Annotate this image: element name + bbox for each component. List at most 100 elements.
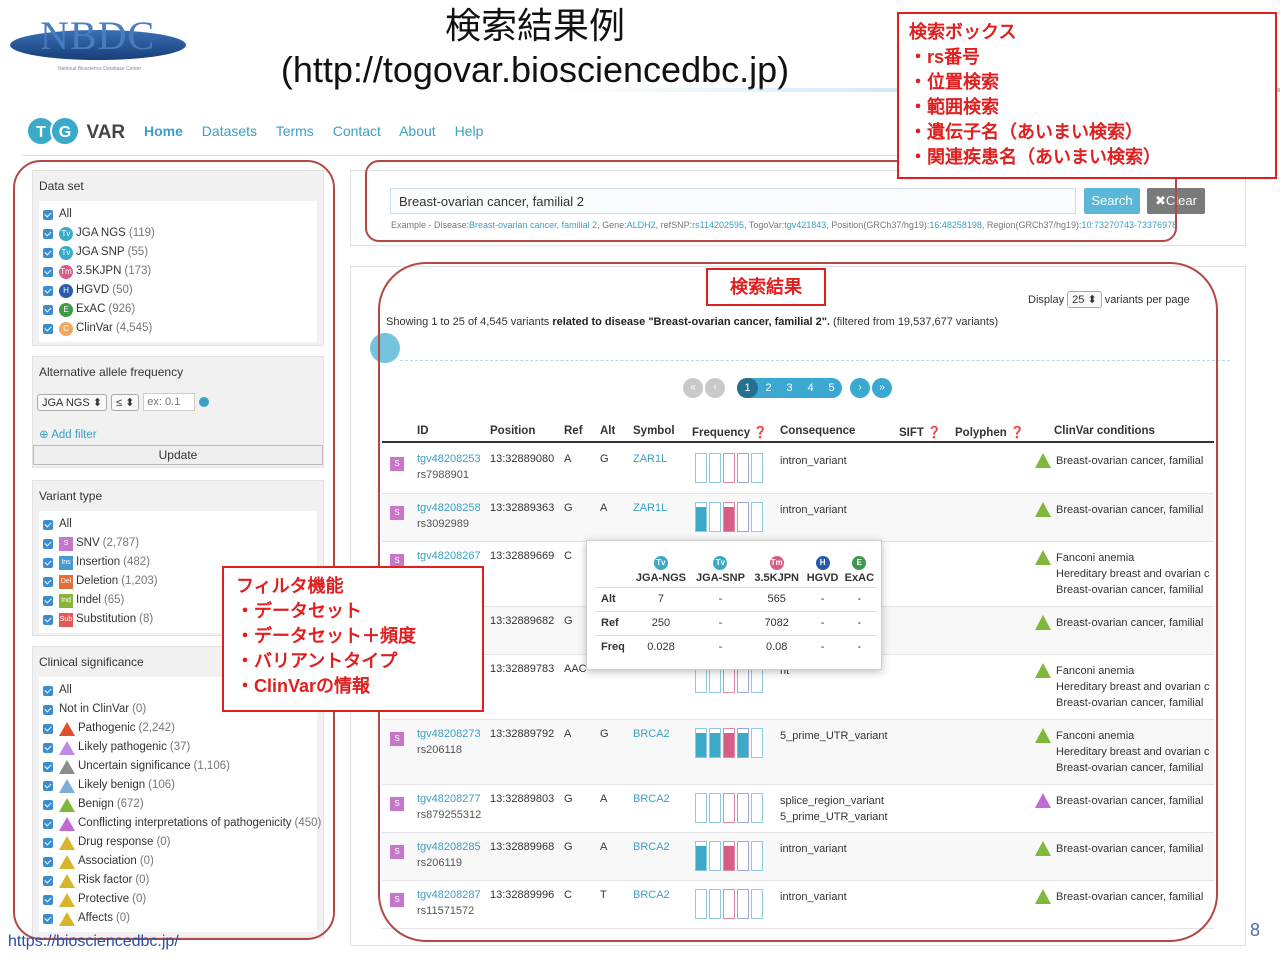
clinical-item[interactable]: Drug response(0) — [43, 833, 313, 852]
nav-help[interactable]: Help — [454, 123, 484, 139]
frequency-bars[interactable] — [695, 663, 765, 693]
checkbox-icon[interactable] — [43, 266, 53, 277]
clinical-item[interactable]: Conflicting interpretations of pathogeni… — [43, 814, 321, 833]
example-region-link[interactable]: 10:73270743-73376978 — [1081, 220, 1178, 230]
variant-id-link[interactable]: tgv48208267 — [417, 550, 481, 562]
col-clinvar-conditions[interactable]: ClinVar conditions — [1054, 425, 1155, 437]
page-1[interactable]: 1 — [737, 378, 758, 398]
checkbox-icon[interactable] — [43, 856, 53, 867]
col-symbol[interactable]: Symbol — [633, 425, 675, 437]
checkbox-icon[interactable] — [43, 704, 53, 715]
checkbox-icon[interactable] — [43, 799, 53, 810]
nav-about[interactable]: About — [399, 123, 436, 139]
variant-id-link[interactable]: tgv48208277 — [417, 793, 481, 805]
remove-filter-icon[interactable] — [199, 397, 210, 407]
symbol-link[interactable]: ZAR1L — [633, 453, 668, 465]
nav-terms[interactable]: Terms — [275, 123, 314, 139]
checkbox-icon[interactable] — [43, 209, 53, 220]
checkbox-icon[interactable] — [43, 780, 53, 791]
frequency-input[interactable] — [143, 393, 196, 411]
frequency-bars[interactable] — [695, 453, 765, 483]
symbol-link[interactable]: BRCA2 — [633, 841, 670, 853]
first-page-icon[interactable]: « — [683, 378, 703, 398]
checkbox-icon[interactable] — [43, 875, 53, 886]
col-frequency[interactable]: Frequency ❓ — [692, 427, 768, 439]
clinical-item[interactable]: Protective(0) — [43, 890, 313, 909]
clinical-not-in-clinvar[interactable]: Not in ClinVar(0) — [43, 700, 313, 719]
nav-datasets[interactable]: Datasets — [201, 123, 258, 139]
symbol-link[interactable]: BRCA2 — [633, 728, 670, 740]
update-button[interactable]: Update — [33, 445, 323, 465]
operator-select[interactable]: ≤ ⬍ — [110, 393, 140, 411]
checkbox-icon[interactable] — [43, 247, 53, 258]
col-consequence[interactable]: Consequence — [780, 425, 856, 437]
footer-url[interactable]: https://biosciencedbc.jp/ — [8, 933, 179, 950]
variant-id-link[interactable]: tgv48208287 — [417, 889, 481, 901]
display-select[interactable]: 25 ⬍ — [1067, 291, 1102, 308]
checkbox-icon[interactable] — [43, 285, 53, 296]
clinical-item[interactable]: Likely benign(106) — [43, 776, 313, 795]
next-page-icon[interactable]: › — [850, 378, 870, 398]
page-3[interactable]: 3 — [786, 382, 793, 394]
checkbox-icon[interactable] — [43, 557, 53, 568]
variant-type-all[interactable]: All — [43, 515, 313, 534]
clinical-item[interactable]: Risk factor(0) — [43, 871, 313, 890]
search-input[interactable]: Breast-ovarian cancer, familial 2 — [390, 188, 1076, 214]
frequency-bars[interactable] — [695, 889, 765, 919]
search-button[interactable]: Search — [1084, 188, 1140, 214]
col-position[interactable]: Position — [490, 425, 536, 437]
example-disease-link[interactable]: Breast-ovarian cancer, familial 2 — [469, 220, 598, 230]
clinical-all[interactable]: All — [43, 681, 313, 700]
col-id[interactable]: ID — [417, 425, 429, 437]
last-page-icon[interactable]: » — [872, 378, 892, 398]
variant-id-link[interactable]: tgv48208285 — [417, 841, 481, 853]
frequency-bars[interactable] — [695, 793, 765, 823]
checkbox-icon[interactable] — [43, 519, 53, 530]
clinical-item[interactable]: Benign(672) — [43, 795, 313, 814]
col-ref[interactable]: Ref — [564, 425, 583, 437]
nav-home[interactable]: Home — [144, 123, 183, 139]
example-togovar-link[interactable]: tgv421843 — [784, 220, 827, 230]
prev-page-icon[interactable]: ‹ — [705, 378, 725, 398]
symbol-link[interactable]: ZAR1L — [633, 502, 668, 514]
checkbox-icon[interactable] — [43, 913, 53, 924]
col-sift[interactable]: SIFT ❓ — [899, 427, 942, 439]
page-5[interactable]: 5 — [828, 382, 835, 394]
page-4[interactable]: 4 — [807, 382, 814, 394]
clinical-item[interactable]: Association(0) — [43, 852, 313, 871]
checkbox-icon[interactable] — [43, 818, 53, 829]
checkbox-icon[interactable] — [43, 685, 53, 696]
clinical-item[interactable]: Affects(0) — [43, 909, 313, 928]
clinical-item[interactable]: Pathogenic(2,242) — [43, 719, 313, 738]
clinical-item[interactable]: Likely pathogenic(37) — [43, 738, 313, 757]
checkbox-icon[interactable] — [43, 837, 53, 848]
variant-id-link[interactable]: tgv48208258 — [417, 502, 481, 514]
checkbox-icon[interactable] — [43, 723, 53, 734]
example-refsnp-link[interactable]: rs114202595 — [692, 220, 745, 230]
checkbox-icon[interactable] — [43, 742, 53, 753]
checkbox-icon[interactable] — [43, 595, 53, 606]
add-filter-link[interactable]: ⊕ Add filter — [39, 429, 97, 441]
checkbox-icon[interactable] — [43, 323, 53, 334]
col-polyphen[interactable]: Polyphen ❓ — [955, 427, 1025, 439]
checkbox-icon[interactable] — [43, 614, 53, 625]
symbol-link[interactable]: BRCA2 — [633, 793, 670, 805]
frequency-bars[interactable] — [695, 502, 765, 532]
example-gene-link[interactable]: ALDH2 — [626, 220, 656, 230]
col-alt[interactable]: Alt — [600, 425, 616, 437]
checkbox-icon[interactable] — [43, 304, 53, 315]
